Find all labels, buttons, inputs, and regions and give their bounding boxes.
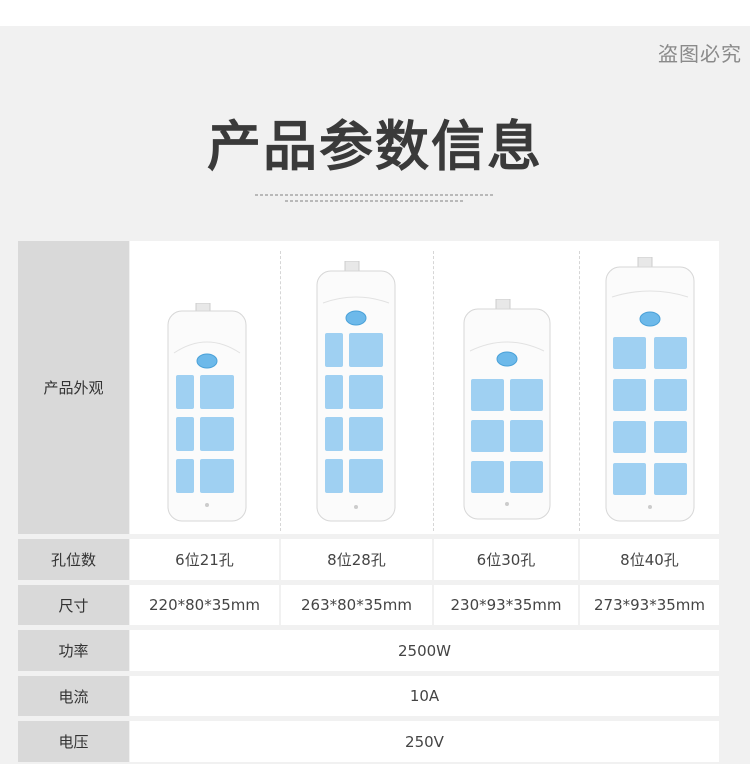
top-bar	[0, 0, 750, 26]
power-row: 功率 2500W	[18, 630, 719, 671]
decorative-line	[285, 200, 465, 202]
current-label: 电流	[18, 676, 129, 716]
power-strip-8-wide-icon	[605, 257, 695, 522]
power-strip-6-icon	[167, 303, 247, 522]
voltage-value: 250V	[130, 721, 719, 762]
size-value: 263*80*35mm	[281, 585, 432, 625]
appearance-row: 产品外观	[18, 241, 719, 534]
current-value: 10A	[130, 676, 719, 716]
holes-value: 6位21孔	[130, 539, 279, 580]
holes-value: 8位40孔	[580, 539, 719, 580]
holes-label: 孔位数	[18, 539, 129, 580]
power-label: 功率	[18, 630, 129, 671]
power-value: 2500W	[130, 630, 719, 671]
size-value: 230*93*35mm	[434, 585, 578, 625]
decorative-line	[255, 194, 495, 196]
appearance-label: 产品外观	[18, 241, 129, 534]
size-value: 273*93*35mm	[580, 585, 719, 625]
column-divider	[579, 251, 580, 531]
watermark-text: 盗图必究	[658, 42, 742, 66]
size-value: 220*80*35mm	[130, 585, 279, 625]
power-strip-6-wide-icon	[463, 299, 551, 520]
holes-row: 孔位数 6位21孔 8位28孔 6位30孔 8位40孔	[18, 539, 719, 580]
product-images	[130, 241, 719, 534]
holes-value: 8位28孔	[281, 539, 432, 580]
size-row: 尺寸 220*80*35mm 263*80*35mm 230*93*35mm 2…	[18, 585, 719, 625]
voltage-row: 电压 250V	[18, 721, 719, 762]
size-label: 尺寸	[18, 585, 129, 625]
column-divider	[280, 251, 281, 531]
current-row: 电流 10A	[18, 676, 719, 716]
voltage-label: 电压	[18, 721, 129, 762]
power-strip-8-icon	[316, 261, 396, 522]
column-divider	[433, 251, 434, 531]
page-title: 产品参数信息	[207, 115, 543, 178]
holes-value: 6位30孔	[434, 539, 578, 580]
